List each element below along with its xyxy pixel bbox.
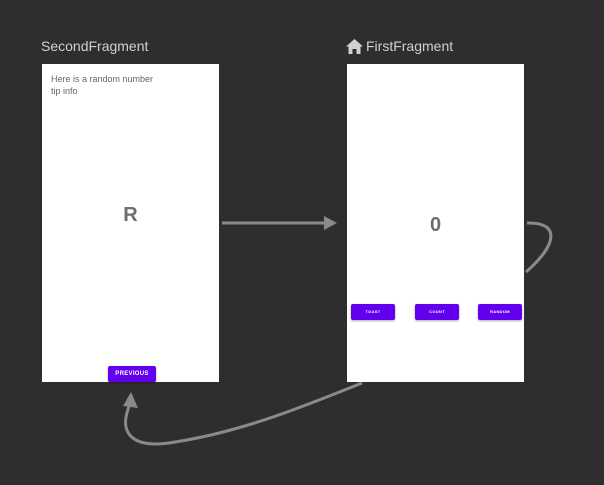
- random-button[interactable]: RANDOM: [478, 304, 522, 320]
- first-fragment-preview[interactable]: 0 TOAST COUNT RANDOM: [347, 64, 524, 382]
- toast-button[interactable]: TOAST: [351, 304, 395, 320]
- action-second-to-first[interactable]: [222, 216, 337, 230]
- count-text: 0: [429, 214, 442, 236]
- action-first-to-second[interactable]: [123, 381, 363, 446]
- first-fragment-title: FirstFragment: [346, 38, 453, 54]
- second-fragment-title: SecondFragment: [41, 38, 148, 54]
- second-fragment-title-text: SecondFragment: [41, 38, 149, 54]
- count-button[interactable]: COUNT: [415, 304, 459, 320]
- random-letter-text: R: [123, 204, 138, 226]
- home-icon: [346, 38, 363, 54]
- action-first-self-loop[interactable]: [525, 221, 553, 274]
- tip-text: Here is a random number tip info: [51, 74, 154, 96]
- previous-button[interactable]: PREVIOUS: [108, 366, 156, 382]
- first-fragment-title-text: FirstFragment: [366, 38, 454, 54]
- second-fragment-preview[interactable]: Here is a random number tip info R PREVI…: [42, 64, 219, 382]
